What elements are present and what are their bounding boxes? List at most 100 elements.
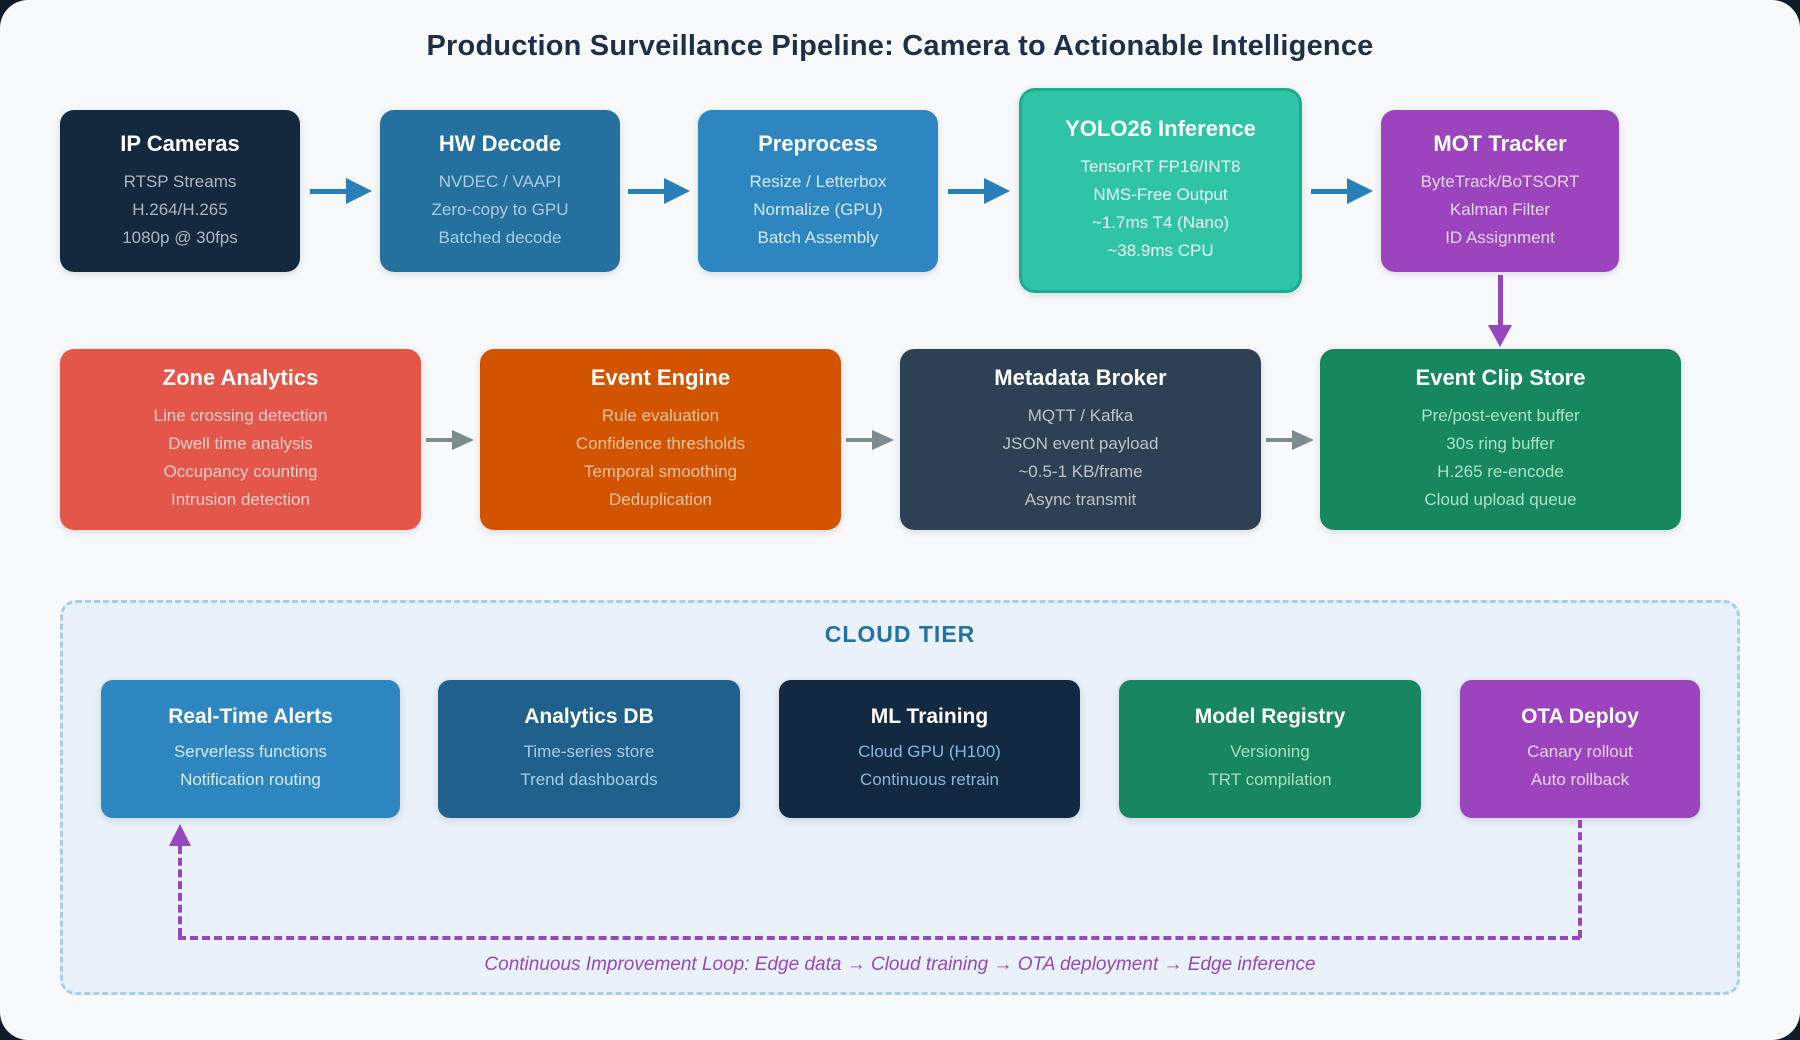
arrow-head (1347, 178, 1373, 204)
node-title: Model Registry (1194, 704, 1346, 728)
arrow-right-icon (1311, 178, 1373, 204)
node-detail-line: Canary rollout (1527, 741, 1633, 761)
node-details: Serverless functions Notification routin… (174, 738, 327, 794)
node-detail-line: ~38.9ms CPU (1107, 241, 1214, 260)
node-detail-line: Async transmit (1024, 490, 1137, 509)
node-title: ML Training (870, 704, 989, 728)
node-detail-line: 30s ring buffer (1446, 434, 1555, 453)
node-detail-line: ~1.7ms T4 (Nano) (1091, 213, 1230, 232)
node-detail-line: ID Assignment (1445, 227, 1555, 247)
node-title: HW Decode (438, 130, 562, 156)
arrow-right-icon (1266, 430, 1314, 450)
arrow-head (664, 178, 690, 204)
node-title: MOT Tracker (1433, 130, 1567, 156)
arrow-right-icon (426, 430, 474, 450)
node-detail-line: Rule evaluation (601, 406, 720, 425)
node-detail-line: ByteTrack/BoTSORT (1420, 171, 1580, 191)
loop-dashed-line-bottom (178, 936, 1580, 940)
arrow-shaft (628, 188, 664, 194)
arrow-head (1488, 325, 1512, 347)
node-detail-line: Kalman Filter (1449, 199, 1551, 219)
arrow-shaft (846, 438, 872, 442)
node-details: Rule evaluation Confidence thresholds Te… (576, 402, 745, 514)
node-detail-line: NMS-Free Output (1093, 185, 1228, 204)
node-detail-line: Confidence thresholds (575, 434, 746, 453)
node-details: Versioning TRT compilation (1208, 738, 1331, 794)
node-detail-line: Batch Assembly (757, 227, 879, 247)
arrow-shaft (1497, 275, 1503, 325)
arrow-down-icon (1488, 275, 1512, 347)
node-preprocess: Preprocess Resize / Letterbox Normalize … (698, 110, 938, 272)
node-zone-analytics: Zone Analytics Line crossing detection D… (60, 349, 421, 530)
node-detail-line: ~0.5-1 KB/frame (1018, 462, 1143, 481)
node-detail-line: Auto rollback (1530, 769, 1630, 789)
node-yolo26-inference: YOLO26 Inference TensorRT FP16/INT8 NMS-… (1019, 88, 1302, 293)
node-detail-line: Occupancy counting (163, 462, 318, 481)
node-title: OTA Deploy (1521, 704, 1639, 728)
node-ota-deploy: OTA Deploy Canary rollout Auto rollback (1460, 680, 1700, 818)
node-details: Time-series store Trend dashboards (520, 738, 657, 794)
node-detail-line: H.264/H.265 (132, 199, 228, 219)
node-detail-line: Normalize (GPU) (753, 199, 883, 219)
node-event-clip-store: Event Clip Store Pre/post-event buffer 3… (1320, 349, 1681, 530)
arrow-shaft (426, 438, 452, 442)
node-title: Event Clip Store (1415, 365, 1586, 390)
arrow-right-icon (310, 178, 372, 204)
node-real-time-alerts: Real-Time Alerts Serverless functions No… (101, 680, 400, 818)
node-detail-line: Time-series store (523, 741, 655, 761)
node-ip-cameras: IP Cameras RTSP Streams H.264/H.265 1080… (60, 110, 300, 272)
node-detail-line: Cloud GPU (H100) (858, 741, 1001, 761)
node-detail-line: TRT compilation (1208, 769, 1332, 789)
arrow-head (346, 178, 372, 204)
arrow-head (452, 430, 474, 450)
node-detail-line: 1080p @ 30fps (122, 227, 238, 247)
node-details: Resize / Letterbox Normalize (GPU) Batch… (749, 168, 886, 252)
node-detail-line: Line crossing detection (153, 406, 328, 425)
arrow-shaft (948, 188, 984, 194)
node-detail-line: Zero-copy to GPU (431, 199, 569, 219)
node-mot-tracker: MOT Tracker ByteTrack/BoTSORT Kalman Fil… (1381, 110, 1619, 272)
node-detail-line: H.265 re-encode (1437, 462, 1564, 481)
arrow-right-icon (846, 430, 894, 450)
node-event-engine: Event Engine Rule evaluation Confidence … (480, 349, 841, 530)
node-detail-line: Versioning (1230, 741, 1310, 761)
node-details: Pre/post-event buffer 30s ring buffer H.… (1421, 402, 1579, 514)
node-analytics-db: Analytics DB Time-series store Trend das… (438, 680, 740, 818)
loop-dashed-line-right (1578, 820, 1582, 938)
node-details: ByteTrack/BoTSORT Kalman Filter ID Assig… (1421, 168, 1580, 252)
node-title: Real-Time Alerts (168, 704, 333, 728)
loop-arrow-up-icon (169, 824, 191, 846)
arrow-right-icon (628, 178, 690, 204)
node-detail-line: Deduplication (608, 490, 712, 509)
node-detail-line: Batched decode (438, 227, 562, 247)
node-detail-line: Trend dashboards (520, 769, 658, 789)
node-title: Analytics DB (524, 704, 654, 728)
node-hw-decode: HW Decode NVDEC / VAAPI Zero-copy to GPU… (380, 110, 620, 272)
node-details: MQTT / Kafka JSON event payload ~0.5-1 K… (1003, 402, 1159, 514)
node-title: IP Cameras (120, 130, 240, 156)
node-detail-line: Intrusion detection (171, 490, 310, 509)
arrow-right-icon (948, 178, 1010, 204)
arrow-head (872, 430, 894, 450)
node-title: Event Engine (590, 365, 731, 390)
node-detail-line: Resize / Letterbox (749, 171, 887, 191)
arrow-shaft (1266, 438, 1292, 442)
cloud-tier-label: CLOUD TIER (824, 621, 976, 647)
node-detail-line: Serverless functions (173, 741, 328, 761)
node-detail-line: RTSP Streams (123, 171, 237, 191)
node-details: NVDEC / VAAPI Zero-copy to GPU Batched d… (432, 168, 569, 252)
node-detail-line: Notification routing (180, 769, 321, 789)
node-detail-line: NVDEC / VAAPI (438, 171, 562, 191)
node-title: Preprocess (758, 130, 878, 156)
node-detail-line: JSON event payload (1002, 434, 1159, 453)
arrow-head (984, 178, 1010, 204)
node-model-registry: Model Registry Versioning TRT compilatio… (1119, 680, 1421, 818)
node-detail-line: Dwell time analysis (168, 434, 313, 453)
page-title: Production Surveillance Pipeline: Camera… (426, 30, 1374, 62)
node-details: RTSP Streams H.264/H.265 1080p @ 30fps (122, 168, 238, 252)
node-detail-line: Temporal smoothing (583, 462, 738, 481)
node-details: TensorRT FP16/INT8 NMS-Free Output ~1.7m… (1081, 153, 1241, 265)
loop-caption: Continuous Improvement Loop: Edge data →… (484, 954, 1316, 975)
node-details: Canary rollout Auto rollback (1527, 738, 1633, 794)
